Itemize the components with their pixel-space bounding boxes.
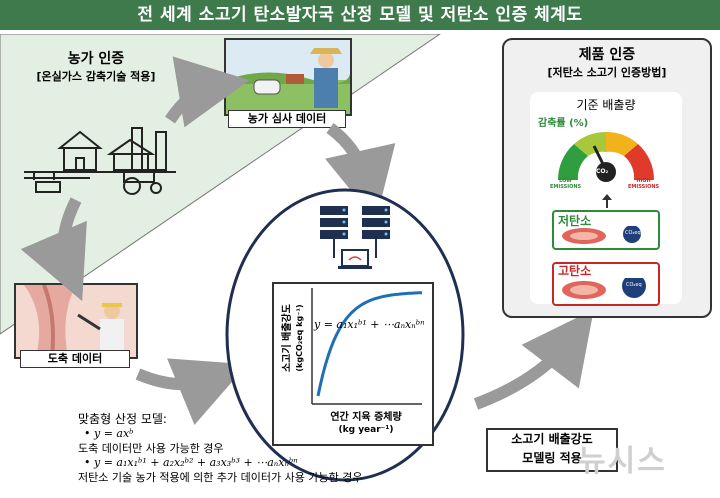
model-equation-2-note: 저탄소 기술 농가 적용에 의한 추가 데이터가 사용 가능한 경우 bbox=[78, 471, 363, 484]
x-label-line1: 연간 지육 증체량 bbox=[330, 412, 402, 423]
gauge-high-label: HIGH EMISSIONS bbox=[628, 178, 659, 190]
model-equation-1-note: 도축 데이터만 사용 가능한 경우 bbox=[78, 442, 224, 455]
modeling-application-box: 소고기 배출강도 모델링 적용 bbox=[486, 428, 618, 472]
eq1-text: y = axᵇ bbox=[94, 427, 134, 440]
y-label-line1: 소고기 배출강도 bbox=[282, 304, 293, 372]
gauge-high-line2: EMISSIONS bbox=[628, 184, 660, 190]
co2-icon bbox=[596, 162, 616, 182]
high-carbon-co2eq: CO₂eq bbox=[626, 282, 642, 288]
watermark: 뉴시스 bbox=[578, 444, 667, 479]
product-certification-subtitle: [저탄소 소고기 인증방법] bbox=[547, 66, 667, 79]
modeling-line1: 소고기 배출강도 bbox=[511, 432, 593, 446]
y-label-line2: (kgCO₂eq kg⁻¹) bbox=[295, 304, 304, 372]
emission-chart-frame bbox=[272, 282, 434, 446]
farm-audit-photo bbox=[224, 38, 352, 116]
gauge-high-line1: HIGH bbox=[636, 178, 651, 184]
emission-gauge bbox=[557, 131, 655, 182]
eq2-text: y = a₁x₁ᵇ¹ + a₂x₂ᵇ² + a₃x₃ᵇ³ + ⋯aₙxₙᵇⁿ bbox=[94, 456, 298, 469]
farm-certification-subtitle: [온실가스 감축기술 적용] bbox=[36, 70, 156, 83]
high-carbon-label: 고탄소 bbox=[558, 264, 592, 278]
gauge-low-line2: EMISSIONS bbox=[550, 184, 582, 190]
y-axis-label: 소고기 배출강도 (kgCO₂eq kg⁻¹) bbox=[268, 286, 308, 406]
x-axis-label: 연간 지육 증체량 (kg year⁻¹) bbox=[306, 412, 426, 436]
emission-intensity-chart bbox=[311, 288, 423, 405]
product-certification-title: 제품 인증 bbox=[578, 47, 636, 63]
low-carbon-co2eq: CO₂eq bbox=[625, 230, 641, 236]
high-carbon-meat-icon bbox=[562, 278, 646, 299]
diagram-title: 전 세계 소고기 탄소발자국 산정 모델 및 저탄소 인증 체계도 bbox=[0, 0, 720, 30]
model-equation-2: • y = a₁x₁ᵇ¹ + a₂x₂ᵇ² + a₃x₃ᵇ³ + ⋯aₙxₙᵇⁿ bbox=[84, 456, 298, 469]
reduction-rate-label: 감축률 (%) bbox=[538, 118, 589, 129]
emission-curve bbox=[316, 291, 423, 397]
custom-model-title: 맞춤형 산정 모델: bbox=[78, 412, 167, 426]
chart-equation: y = a₁x₁ᵇ¹ + ⋯aₙxₙᵇⁿ bbox=[314, 318, 425, 331]
x-label-line2: (kg year⁻¹) bbox=[338, 425, 394, 435]
model-equation-1: • y = axᵇ bbox=[84, 427, 134, 440]
farm-illustration bbox=[24, 127, 176, 195]
up-arrow-icon bbox=[602, 194, 612, 208]
custom-model-block: 맞춤형 산정 모델: • y = axᵇ 도축 데이터만 사용 가능한 경우 •… bbox=[78, 410, 362, 485]
gauge-low-label: LOW EMISSIONS bbox=[550, 178, 581, 190]
server-icon bbox=[320, 206, 390, 269]
baseline-emission-label: 기준 배출량 bbox=[576, 98, 636, 112]
low-carbon-label: 저탄소 bbox=[558, 214, 592, 228]
farm-audit-label: 농가 심사 데이터 bbox=[228, 110, 346, 128]
farm-certification-title: 농가 인증 bbox=[67, 51, 125, 67]
low-carbon-meat-icon bbox=[562, 226, 641, 244]
slaughter-data-label: 도축 데이터 bbox=[20, 350, 130, 368]
gauge-center-label: CO₂ bbox=[596, 168, 609, 175]
modeling-line2: 모델링 적용 bbox=[522, 451, 582, 465]
gauge-low-line1: LOW bbox=[559, 178, 572, 184]
